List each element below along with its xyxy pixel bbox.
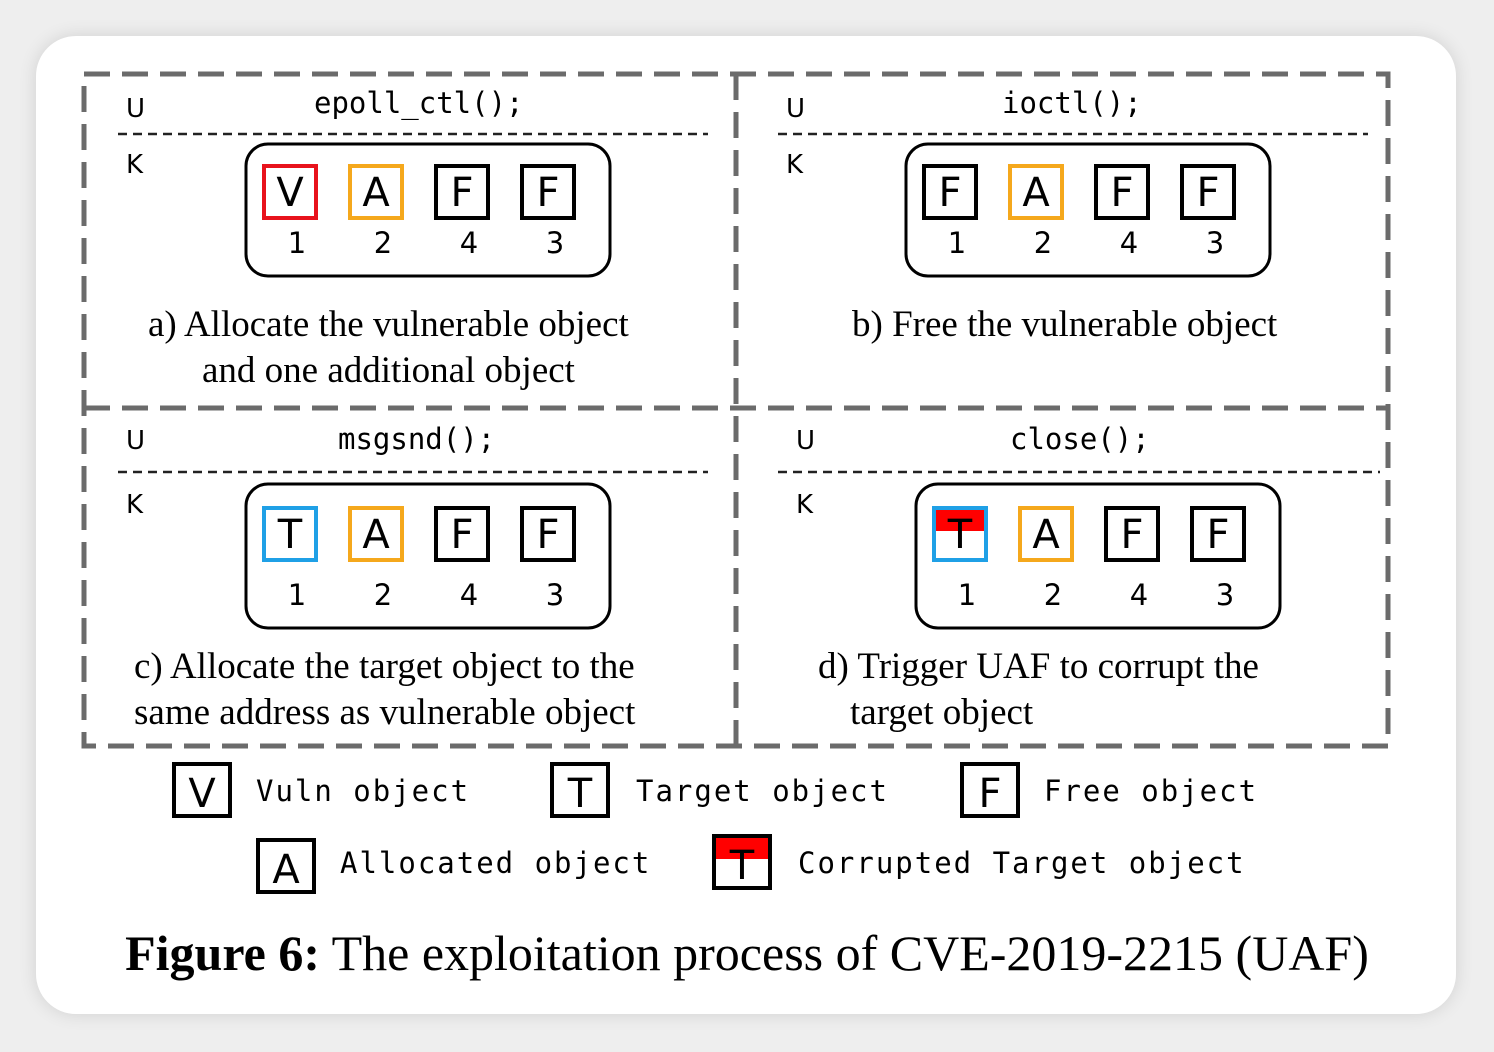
syscall-label: close(); [1010,422,1150,456]
user-space-label: U [126,94,146,124]
panel-caption: and one additional object [202,350,575,391]
object-slot: T [262,506,318,562]
legend-label-target: Target object [636,774,889,808]
legend-label-corrupted: Corrupted Target object [798,846,1246,880]
object-slot: F [922,164,978,220]
legend-swatch-corrupted: T [712,834,772,890]
legend-swatch-allocated: A [256,838,316,894]
corruption-fill [716,838,768,860]
slot-index: 3 [1215,578,1235,612]
object-slot: F [434,506,490,562]
slot-index: 2 [373,226,393,260]
kernel-heap-a [244,142,612,278]
object-slot: F [1190,506,1246,562]
kernel-space-label: K [126,150,144,180]
panel-caption: a) Allocate the vulnerable object [148,304,629,345]
figure-caption: Figure 6: The exploitation process of CV… [0,924,1494,982]
kernel-heap-b [904,142,1272,278]
object-slot: F [1094,164,1150,220]
object-slot: F [520,164,576,220]
slot-index: 2 [1043,578,1063,612]
object-slot: F [520,506,576,562]
user-space-label: U [126,426,146,456]
legend-swatch-free: F [960,762,1020,818]
object-slot: F [1104,506,1160,562]
object-slot: F [434,164,490,220]
slot-index: 1 [957,578,977,612]
panel-caption: same address as vulnerable object [134,692,636,733]
slot-index: 1 [287,578,307,612]
object-slot: A [1008,164,1064,220]
figure-number: Figure 6: [125,925,320,981]
kernel-space-label: K [786,150,804,180]
object-slot: A [1018,506,1074,562]
slot-index: 3 [1205,226,1225,260]
slot-index: 2 [1033,226,1053,260]
corrupted-object-slot: T [932,506,988,562]
panel-caption: c) Allocate the target object to the [134,646,635,687]
panel-caption: d) Trigger UAF to corrupt the [818,646,1259,687]
syscall-label: ioctl(); [1002,86,1142,120]
object-slot: A [348,164,404,220]
legend-label-vuln: Vuln object [256,774,471,808]
user-space-label: U [786,94,806,124]
slot-index: 1 [947,226,967,260]
slot-index: 4 [1119,226,1139,260]
slot-index: 1 [287,226,307,260]
figure-caption-text: The exploitation process of CVE-2019-221… [319,925,1369,981]
syscall-label: msgsnd(); [338,422,496,456]
slot-index: 4 [459,578,479,612]
slot-index: 4 [1129,578,1149,612]
kernel-heap-c [244,482,612,630]
legend-label-free: Free object [1044,774,1259,808]
user-space-label: U [796,426,816,456]
legend-swatch-target: T [550,762,610,818]
corruption-fill [936,510,984,532]
kernel-space-label: K [796,490,814,520]
slot-index: 4 [459,226,479,260]
panel-caption: target object [850,692,1034,733]
kernel-heap-d [914,482,1282,630]
slot-index: 2 [373,578,393,612]
object-slot: V [262,164,318,220]
syscall-label: epoll_ctl(); [314,86,524,120]
panel-caption: b) Free the vulnerable object [852,304,1278,345]
slot-index: 3 [545,226,565,260]
object-slot: F [1180,164,1236,220]
legend-label-allocated: Allocated object [340,846,652,880]
object-slot: A [348,506,404,562]
legend-swatch-vuln: V [172,762,232,818]
kernel-space-label: K [126,490,144,520]
slot-index: 3 [545,578,565,612]
